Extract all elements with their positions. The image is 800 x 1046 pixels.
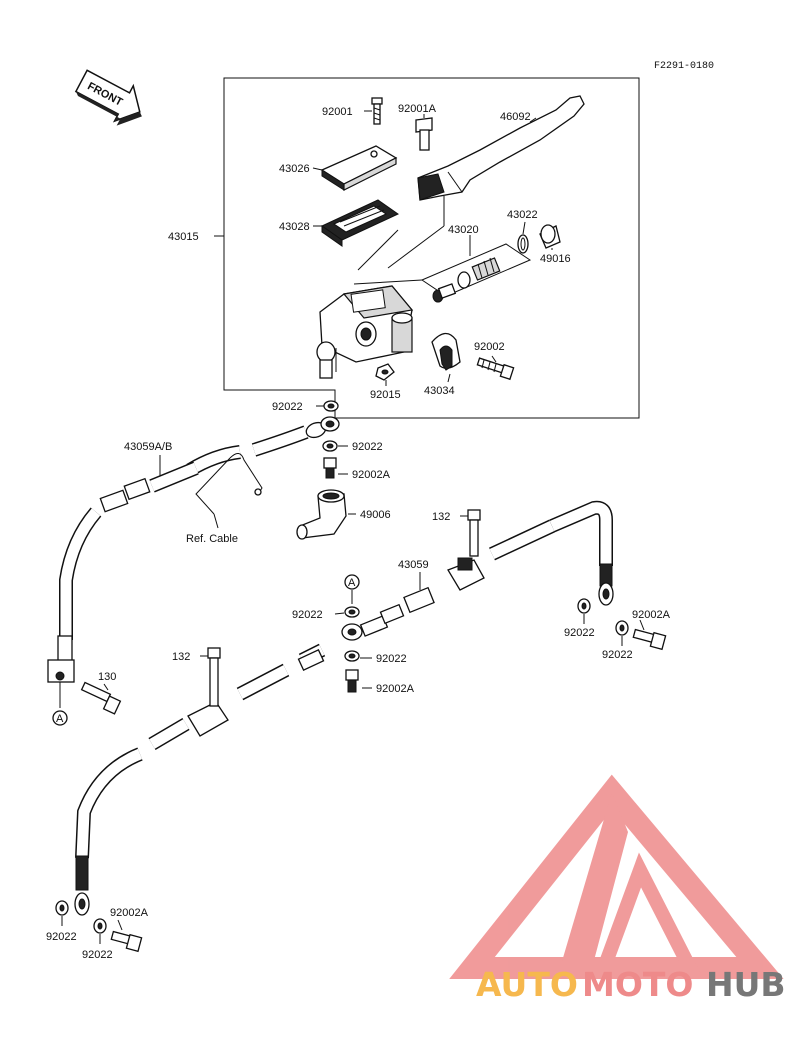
circlip-43022 [517, 234, 529, 254]
ref-marker-a-center-label: A [348, 577, 356, 589]
screw-92001 [371, 97, 383, 125]
callout-92002A-c: 92002A [632, 609, 671, 621]
callout-92022-c: 92022 [292, 609, 323, 621]
right-hose [489, 500, 614, 606]
automotohub-logo [449, 774, 784, 979]
callout-92022-d: 92022 [376, 653, 407, 665]
nut-92015 [375, 363, 395, 381]
bolt-132-left [207, 647, 221, 707]
callout-92001A: 92001A [398, 103, 437, 115]
callout-92022-f: 92022 [46, 931, 77, 943]
callout-130: 130 [98, 671, 116, 683]
front-arrow-icon: FRONT [74, 69, 142, 126]
washer-92022-top [323, 400, 339, 412]
diaphragm-43028 [321, 199, 399, 247]
lower-hose [74, 643, 326, 916]
bolt-92002A-bottom [110, 930, 143, 953]
bolt-92002A-center [345, 669, 359, 693]
ref-cable-label: Ref. Cable [186, 533, 238, 545]
callout-92002A-a: 92002A [352, 469, 391, 481]
hose-joint-43059 [403, 557, 485, 614]
washer-92022-center-top [344, 606, 360, 618]
callout-92022-g: 92022 [82, 949, 113, 961]
watermark-hub: HUB [706, 965, 786, 1004]
callout-46092: 46092 [500, 111, 531, 123]
piston-43020 [432, 257, 501, 303]
callout-49016: 49016 [540, 253, 571, 265]
reservoir-cap-43026 [320, 145, 398, 191]
callout-43020: 43020 [448, 224, 479, 236]
pivot-bolt-92001A [415, 117, 433, 151]
callout-92001: 92001 [322, 106, 353, 118]
clamp-43034 [431, 332, 461, 371]
washer-92022-right-2 [615, 620, 629, 636]
bolt-92002 [476, 357, 515, 381]
callout-132-b: 132 [172, 651, 190, 663]
bolt-92002A-top [323, 457, 337, 479]
washer-92022-bottom-1 [55, 900, 69, 916]
callout-43026: 43026 [279, 163, 310, 175]
cap-49006 [296, 489, 347, 540]
callout-92015: 92015 [370, 389, 401, 401]
callout-92002: 92002 [474, 341, 505, 353]
watermark-auto: AUTO [476, 965, 578, 1004]
callout-43028: 43028 [279, 221, 310, 233]
bolt-130 [80, 681, 122, 715]
callout-92002A-b: 92002A [376, 683, 415, 695]
boot-49016 [539, 224, 561, 249]
washer-92022-bottom-2 [93, 918, 107, 934]
washer-92022-center-bottom [344, 650, 360, 662]
callout-92022-e: 92022 [564, 627, 595, 639]
ref-marker-a-center [344, 574, 360, 590]
callout-132-a: 132 [432, 511, 450, 523]
callout-92022-a: 92022 [272, 401, 303, 413]
callout-92022-b: 92022 [352, 441, 383, 453]
callout-43034: 43034 [424, 385, 455, 397]
callout-92022-h: 92022 [602, 649, 633, 661]
hose-43059AB [47, 461, 199, 683]
callout-92002A-d: 92002A [110, 907, 149, 919]
ref-marker-a-left-label: A [56, 713, 64, 725]
washer-92022-mid [322, 440, 338, 452]
callout-43015: 43015 [168, 231, 199, 243]
callout-43059AB: 43059A/B [124, 441, 172, 453]
watermark-text: AUTO MOTO HUB [476, 965, 786, 1004]
ref-marker-a-left [52, 710, 68, 726]
callout-49006: 49006 [360, 509, 391, 521]
bolt-132-right [467, 509, 481, 557]
watermark-moto: MOTO [582, 965, 693, 1004]
cable-guide-bracket [195, 453, 263, 515]
figure-code: F2291-0180 [654, 61, 714, 72]
banjo-fitting-center [341, 603, 405, 641]
bolt-92002A-right [632, 628, 667, 651]
callout-43059: 43059 [398, 559, 429, 571]
lever-46092 [417, 95, 585, 201]
washer-92022-right-1 [577, 598, 591, 614]
master-cylinder-body [316, 285, 414, 379]
upper-hose [186, 416, 340, 477]
callout-43022: 43022 [507, 209, 538, 221]
